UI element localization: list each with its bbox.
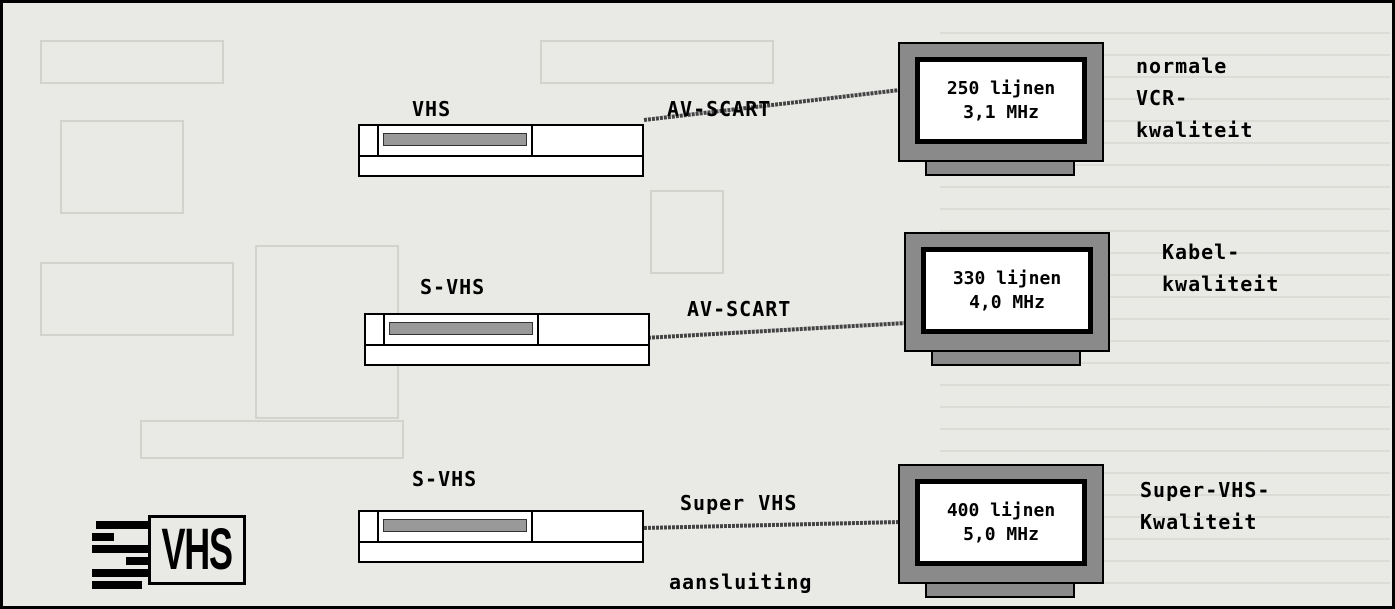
- tv-screen: 330 lijnen 4,0 MHz: [926, 252, 1088, 329]
- vcr-label-row1: VHS: [412, 97, 451, 121]
- tv-screen: 400 lijnen 5,0 MHz: [920, 484, 1082, 561]
- tv-frequency: 3,1 MHz: [963, 101, 1039, 125]
- tv-frequency: 5,0 MHz: [963, 523, 1039, 547]
- tv-screen: 250 lijnen 3,1 MHz: [920, 62, 1082, 139]
- quality-line: VCR-: [1136, 82, 1253, 114]
- vcr-tape-bar: [383, 133, 527, 146]
- quality-line: Kwaliteit: [1140, 506, 1270, 538]
- quality-label-row2: Kabel- kwaliteit: [1162, 236, 1279, 300]
- cable-row2: [644, 323, 906, 338]
- tv-stand: [925, 160, 1075, 176]
- tv-screen-border: 330 lijnen 4,0 MHz: [921, 247, 1093, 334]
- tv-lines: 400 lijnen: [947, 499, 1055, 523]
- vcr-base: [364, 344, 650, 366]
- connection-label-row3-line2: aansluiting: [669, 570, 812, 594]
- quality-label-row1: normale VCR- kwaliteit: [1136, 50, 1253, 146]
- tv-lines: 330 lijnen: [953, 267, 1061, 291]
- quality-line: normale: [1136, 50, 1253, 82]
- tv-stand: [925, 582, 1075, 598]
- vcr-label-row2: S-VHS: [420, 275, 485, 299]
- vcr-label-row3: S-VHS: [412, 467, 477, 491]
- vcr-base: [358, 155, 644, 177]
- vcr-tape-bar: [389, 322, 533, 335]
- tv-screen-border: 250 lijnen 3,1 MHz: [915, 57, 1087, 144]
- connection-label-row1: AV-SCART: [667, 97, 771, 121]
- tv-lines: 250 lijnen: [947, 77, 1055, 101]
- quality-line: Kabel-: [1162, 236, 1279, 268]
- connection-label-row3: Super VHS: [680, 491, 797, 515]
- vcr-base: [358, 541, 644, 563]
- vcr-tape-bar: [383, 519, 527, 532]
- quality-line: kwaliteit: [1136, 114, 1253, 146]
- tv-frequency: 4,0 MHz: [969, 291, 1045, 315]
- tv-frame: 400 lijnen 5,0 MHz: [898, 464, 1104, 584]
- quality-line: kwaliteit: [1162, 268, 1279, 300]
- tv-frame: 330 lijnen 4,0 MHz: [904, 232, 1110, 352]
- cable-row3: [644, 522, 900, 528]
- tv-frame: 250 lijnen 3,1 MHz: [898, 42, 1104, 162]
- tv-stand: [931, 350, 1081, 366]
- quality-line: Super-VHS-: [1140, 474, 1270, 506]
- tv-screen-border: 400 lijnen 5,0 MHz: [915, 479, 1087, 566]
- quality-label-row3: Super-VHS- Kwaliteit: [1140, 474, 1270, 538]
- connection-label-row2: AV-SCART: [687, 297, 791, 321]
